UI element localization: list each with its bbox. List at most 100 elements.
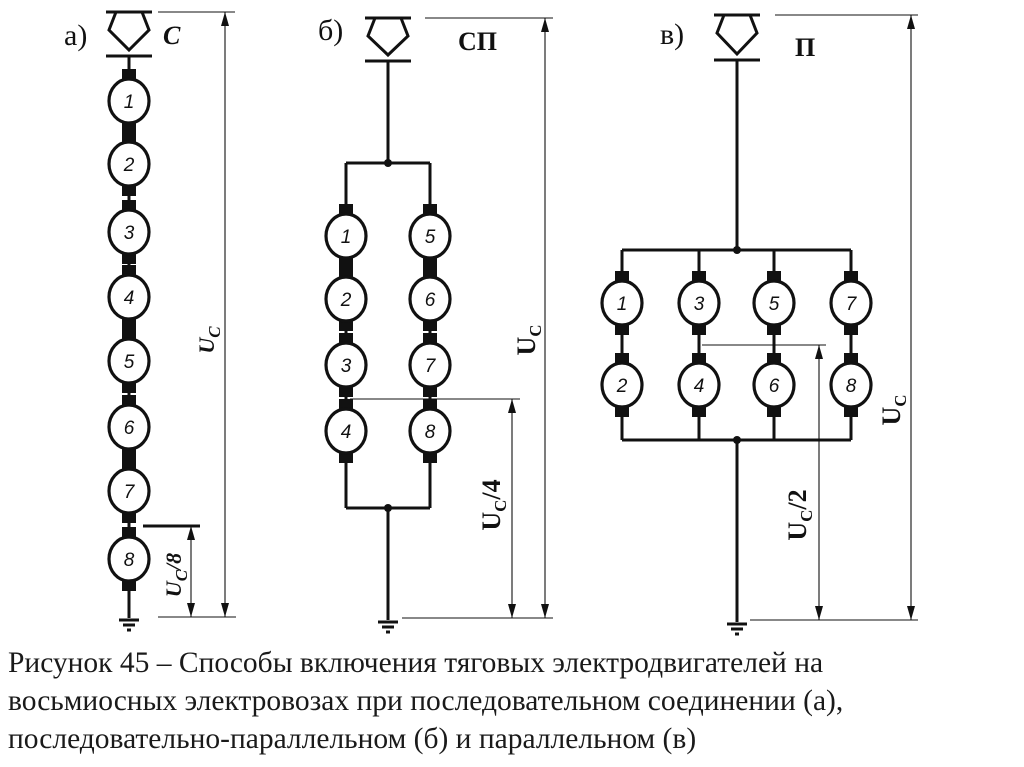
brush-top <box>615 271 629 281</box>
pantograph-icon <box>365 16 411 63</box>
motor-circle <box>107 535 151 583</box>
brush-bottom <box>122 254 136 264</box>
brush-top <box>423 204 437 214</box>
brush-bottom <box>844 407 858 417</box>
motor-number: 4 <box>694 376 705 397</box>
motor-number: 6 <box>124 418 135 439</box>
brush-bottom <box>423 321 437 331</box>
motor-circle <box>107 403 151 451</box>
arrow-head-top <box>541 18 549 32</box>
motor-1: 1 <box>600 271 644 335</box>
arrow-head-bottom <box>815 606 823 620</box>
brush-bottom <box>423 387 437 397</box>
motor-number: 7 <box>425 356 437 377</box>
motor-number: 4 <box>341 422 352 443</box>
brush-bottom <box>692 325 706 335</box>
motor-circle <box>324 407 368 455</box>
motor-circle <box>752 361 796 409</box>
motor-circle <box>107 273 151 321</box>
motor-4: 4 <box>324 399 368 463</box>
motor-circle <box>324 212 368 260</box>
motor-7: 7 <box>107 459 151 523</box>
motor-circle <box>600 361 644 409</box>
motor-circle <box>324 275 368 323</box>
motor-number: 3 <box>124 223 135 244</box>
brush-bottom <box>767 407 781 417</box>
motor-number: 7 <box>124 482 136 503</box>
motor-number: 2 <box>616 376 628 397</box>
motor-8: 8 <box>107 527 151 591</box>
brush-bottom <box>692 407 706 417</box>
motor-number: 5 <box>425 227 436 248</box>
voltage-part-a: UC/8 <box>161 553 191 597</box>
voltage-arrow <box>815 345 823 620</box>
motor-circle <box>677 279 721 327</box>
motor-5: 5 <box>752 271 796 335</box>
motor-circle <box>408 341 452 389</box>
arrow-head-top <box>907 15 915 29</box>
motor-7: 7 <box>408 333 452 397</box>
brush-bottom <box>615 325 629 335</box>
motor-3: 3 <box>677 271 721 335</box>
motor-circle <box>600 279 644 327</box>
arrow-head-top <box>221 12 229 26</box>
voltage-total-b: UC <box>512 324 545 355</box>
brush-top <box>122 132 136 142</box>
motor-number: 6 <box>425 290 436 311</box>
motor-number: 3 <box>341 356 352 377</box>
arrow-head-bottom <box>187 603 195 617</box>
voltage-arrow <box>508 399 516 618</box>
motor-1: 1 <box>107 69 151 133</box>
brush-top <box>122 459 136 469</box>
brush-top <box>122 69 136 79</box>
brush-top <box>423 333 437 343</box>
brush-bottom <box>423 453 437 463</box>
brush-bottom <box>122 383 136 393</box>
brush-bottom <box>122 186 136 196</box>
ground-icon <box>378 620 398 634</box>
pantograph-frame <box>366 17 410 58</box>
motor-circle <box>107 140 151 188</box>
brush-top <box>844 271 858 281</box>
arrow-head-bottom <box>508 604 516 618</box>
brush-top <box>423 399 437 409</box>
voltage-arrow <box>221 12 229 617</box>
brush-top <box>122 329 136 339</box>
brush-top <box>339 333 353 343</box>
caption-line-3: последовательно-параллельном (б) и парал… <box>8 723 697 755</box>
brush-bottom <box>339 321 353 331</box>
brush-bottom <box>122 449 136 459</box>
brush-bottom <box>615 407 629 417</box>
motor-number: 5 <box>124 352 135 373</box>
brush-top <box>767 353 781 363</box>
voltage-arrow <box>541 18 549 618</box>
motor-number: 8 <box>425 422 436 443</box>
brush-top <box>423 267 437 277</box>
arrow-head-bottom <box>221 603 229 617</box>
motor-3: 3 <box>107 200 151 264</box>
panel-label-b: б) <box>318 14 343 47</box>
caption-line-2: восьмиосных электровозах при последовате… <box>8 685 844 717</box>
pantograph-frame <box>107 11 151 53</box>
motor-number: 5 <box>769 294 780 315</box>
motor-number: 1 <box>341 227 352 248</box>
motor-number: 6 <box>769 376 780 397</box>
motor-4: 4 <box>107 265 151 329</box>
brush-top <box>692 271 706 281</box>
brush-bottom <box>339 453 353 463</box>
ground-icon <box>119 618 139 632</box>
voltage-total-a: UC <box>194 326 224 354</box>
brush-bottom <box>122 513 136 523</box>
motor-3: 3 <box>324 333 368 397</box>
motor-6: 6 <box>752 353 796 417</box>
brush-top <box>615 353 629 363</box>
figure-caption: Рисунок 45 – Способы включения тяговых э… <box>8 644 1018 758</box>
voltage-part-c: UC/2 <box>783 489 816 540</box>
voltage-part-b: UC/4 <box>477 479 510 530</box>
motor-6: 6 <box>408 267 452 331</box>
brush-top <box>692 353 706 363</box>
brush-bottom <box>844 325 858 335</box>
